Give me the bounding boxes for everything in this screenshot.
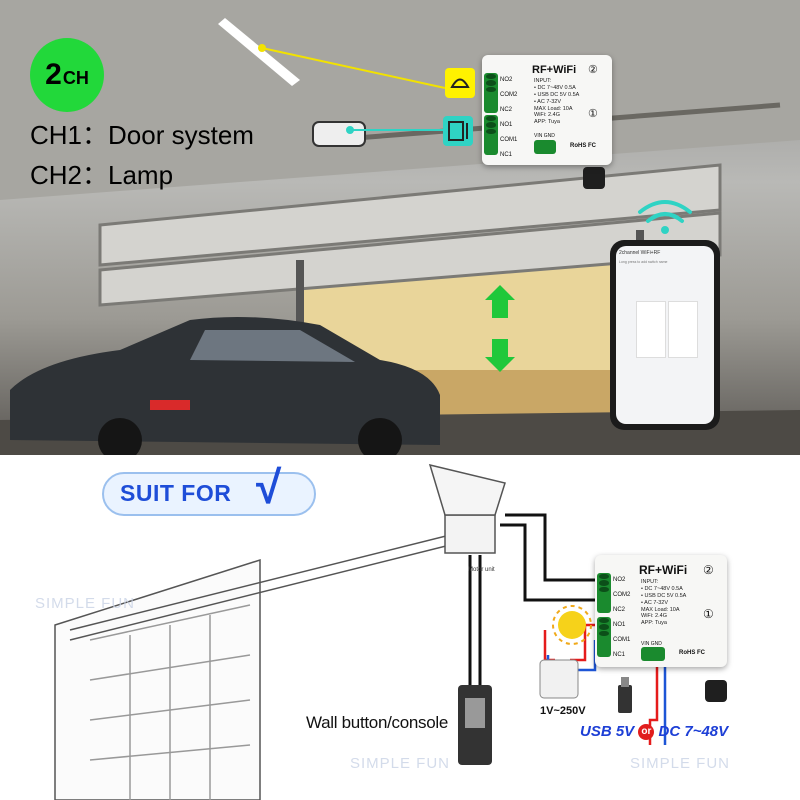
- wifi-icon: [638, 200, 692, 223]
- app-header: 2channel WiFi+RF: [619, 250, 661, 256]
- rf-remote-icon-2: [705, 680, 727, 702]
- motor-unit: [444, 514, 496, 554]
- wiring-diagram: SUIT FOR √ Motor unit Wall button/consol…: [0, 455, 800, 800]
- channel-2-mark: ②: [588, 64, 598, 76]
- or-badge: or: [638, 724, 655, 740]
- channel-1-mark: ①: [588, 108, 598, 120]
- app-hint: Long press to add switch name: [619, 260, 668, 264]
- smartphone: 2channel WiFi+RF Long press to add switc…: [610, 240, 720, 430]
- power-source-label: USB 5V or DC 7~48V: [580, 723, 728, 740]
- door-opener: [312, 121, 366, 147]
- suit-for-banner: SUIT FOR √: [102, 461, 316, 516]
- suit-for-label: SUIT FOR: [120, 480, 232, 506]
- cert-marks-b: RoHS FC: [679, 650, 705, 656]
- app-screen: 2channel WiFi+RF Long press to add switc…: [616, 246, 714, 424]
- module-title-b: RF+WiFi: [639, 563, 688, 577]
- lamp-icon: [445, 68, 475, 98]
- terminal-block-1: [484, 115, 498, 155]
- switch-2-button[interactable]: [668, 301, 698, 358]
- wall-outlet-icon: [539, 659, 579, 699]
- up-arrow-icon: [485, 285, 515, 318]
- wall-button-label: Wall button/console: [306, 713, 449, 732]
- cert-marks: RoHS FC: [570, 143, 596, 149]
- light-bulb-icon: [558, 611, 586, 639]
- garage-door-icon: [443, 116, 473, 146]
- channel-1-mark-b: ①: [703, 607, 714, 621]
- badge-number: 2: [45, 58, 62, 91]
- watermark-1: SIMPLE FUN: [35, 595, 136, 612]
- dc-power-label: DC 7~48V: [658, 723, 729, 740]
- watermark-3: SIMPLE FUN: [630, 755, 731, 772]
- module-specs-b: INPUT: • DC 7~48V 0.5A • USB DC 5V 0.5A …: [641, 579, 687, 627]
- terminal-block-1b: [597, 617, 611, 657]
- relay-module-diagram: RF+WiFi INPUT: • DC 7~48V 0.5A • USB DC …: [595, 555, 727, 667]
- power-terminal-b: [641, 647, 665, 661]
- terminal-block-2: [484, 73, 498, 113]
- module-title: RF+WiFi: [532, 64, 577, 76]
- rf-remote-icon: [583, 167, 605, 189]
- check-mark: √: [256, 461, 282, 513]
- voltage-label: 1V~250V: [540, 705, 586, 717]
- power-terminal-label-b: VIN GND: [641, 641, 662, 647]
- channel-1-label: CH1：Door system: [30, 120, 254, 150]
- wiring-illustration: [54, 463, 727, 800]
- watermark-2: SIMPLE FUN: [350, 755, 451, 772]
- channel-2-mark-b: ②: [703, 563, 714, 577]
- usb-power-label: USB 5V: [580, 723, 635, 740]
- badge-suffix: CH: [62, 67, 89, 88]
- module-specs: INPUT: • DC 7~48V 0.5A • USB DC 5V 0.5A …: [534, 78, 580, 126]
- switch-1-button[interactable]: [636, 301, 666, 358]
- usb-plug-icon: [618, 685, 632, 713]
- terminal-block-2b: [597, 573, 611, 613]
- power-terminal-label: VIN GND: [534, 133, 555, 139]
- relay-module: RF+WiFi INPUT: • DC 7~48V 0.5A • USB DC …: [482, 55, 612, 165]
- down-arrow-icon: [485, 339, 515, 372]
- ceiling-lamp: [218, 18, 300, 86]
- power-terminal: [534, 140, 556, 154]
- motor-unit-label: Motor unit: [468, 567, 495, 573]
- channel-2-label: CH2：Lamp: [30, 160, 174, 190]
